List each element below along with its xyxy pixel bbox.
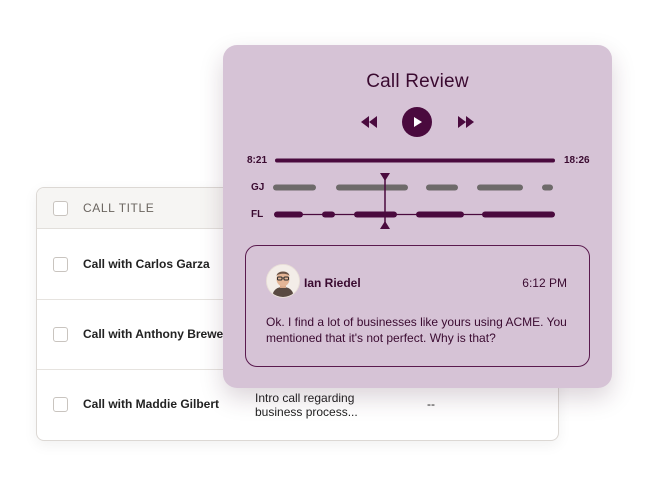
row-checkbox[interactable] <box>53 396 68 412</box>
table-row[interactable]: Call with Maddie Gilbert Intro call rega… <box>37 369 558 439</box>
row-checkbox[interactable] <box>53 256 68 272</box>
fast-forward-icon[interactable] <box>458 116 474 128</box>
message-text: Ok. I find a lot of businesses like your… <box>266 315 567 345</box>
panel-title: Call Review <box>366 71 469 92</box>
call-description: Intro call regarding business process... <box>255 391 358 419</box>
select-all-checkbox[interactable] <box>53 200 68 216</box>
avatar <box>266 264 300 298</box>
total-time: 18:26 <box>564 155 590 166</box>
current-time: 8:21 <box>247 155 268 166</box>
play-icon[interactable] <box>402 107 432 137</box>
call-review-panel: Call Review 8:21 18:26 GJ FL <box>223 45 612 388</box>
call-title[interactable]: Call with Maddie Gilbert <box>83 397 220 411</box>
timeline[interactable] <box>223 45 612 245</box>
call-title[interactable]: Call with Anthony Brewer <box>83 327 228 341</box>
message-author: Ian Riedel <box>304 276 361 290</box>
message-time: 6:12 PM <box>522 276 567 290</box>
playhead-marker-icon[interactable] <box>380 173 390 229</box>
rewind-icon[interactable] <box>361 116 377 128</box>
call-extra-value: -- <box>427 397 435 411</box>
call-title[interactable]: Call with Carlos Garza <box>83 257 210 271</box>
row-checkbox[interactable] <box>53 326 68 342</box>
transcript-message[interactable]: Ian Riedel 6:12 PM Ok. I find a lot of b… <box>245 245 590 367</box>
column-header-call-title[interactable]: CALL TITLE <box>83 201 155 215</box>
track-label-fl: FL <box>251 209 264 220</box>
track-label-gj: GJ <box>251 182 265 193</box>
